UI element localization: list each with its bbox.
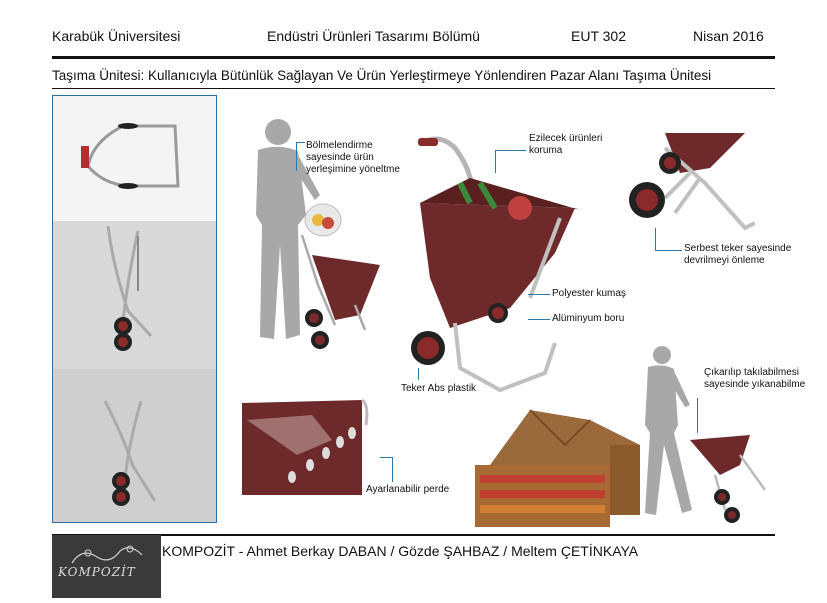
market-stall-illustration — [475, 409, 640, 527]
label-free-wheel: Serbest teker sayesinde devrilmeyi önlem… — [684, 243, 791, 267]
leader-washable — [697, 398, 699, 433]
label-free-wheel-line-1: Serbest teker sayesinde — [684, 243, 792, 254]
university-name: Karabük Üniversitesi — [52, 28, 181, 44]
date: Nisan 2016 — [693, 28, 764, 44]
subtitle-rule — [52, 88, 775, 89]
leader-crush — [495, 150, 526, 173]
views-panel — [52, 95, 217, 523]
label-crush-line-2: koruma — [529, 145, 563, 156]
footer-credits: KOMPOZİT - Ahmet Berkay DABAN / Gözde ŞA… — [162, 543, 639, 559]
label-compartment-line-2: sayesinde ürün — [306, 152, 374, 163]
course-code: EUT 302 — [571, 28, 626, 44]
leader-aluminum — [528, 319, 550, 321]
man-walking-illustration — [645, 346, 767, 523]
label-compartment-line-3: yerleşimine yöneltme — [306, 164, 400, 175]
label-compartment-line-1: Bölmelendirme — [306, 140, 373, 151]
label-washable-line-1: Çıkarılıp takılabilmesi — [704, 367, 800, 378]
leader-wheel — [418, 368, 420, 380]
man-with-cart-illustration — [256, 119, 380, 349]
label-polyester: Polyester kumaş — [552, 288, 626, 299]
curtain-detail-illustration — [242, 398, 369, 495]
page-subtitle: Taşıma Ünitesi: Kullanıcıyla Bütünlük Sa… — [52, 68, 712, 83]
label-wheel: Teker Abs plastik — [401, 383, 477, 394]
leader-curtain — [380, 457, 393, 482]
wheel-detail-illustration — [629, 133, 755, 231]
footer-rule — [52, 534, 775, 536]
leader-free-wheel — [655, 228, 682, 251]
kompozit-logo: KOMPOZİT — [52, 535, 161, 598]
department-name: Endüstri Ürünleri Tasarımı Bölümü — [267, 28, 480, 44]
header-rule — [52, 56, 775, 59]
label-washable-line-2: sayesinde yıkanabilme — [704, 379, 806, 390]
leader-polyester — [528, 294, 550, 296]
main-cart-illustration — [411, 136, 580, 393]
leader-compartment — [296, 142, 305, 171]
label-crush: Ezilecek ürünleri koruma — [529, 133, 602, 157]
label-washable: Çıkarılıp takılabilmesi sayesinde yıkana… — [704, 367, 805, 391]
logo-text: KOMPOZİT — [58, 565, 136, 579]
label-aluminum: Alüminyum boru — [552, 313, 625, 324]
label-curtain: Ayarlanabilir perde — [366, 484, 450, 495]
label-free-wheel-line-2: devrilmeyi önleme — [684, 255, 765, 266]
label-compartment: Bölmelendirme sayesinde ürün yerleşimine… — [306, 140, 400, 176]
folded-views-illustration — [53, 96, 216, 522]
label-crush-line-1: Ezilecek ürünleri — [529, 133, 603, 144]
logo-swirl-icon — [71, 545, 143, 564]
